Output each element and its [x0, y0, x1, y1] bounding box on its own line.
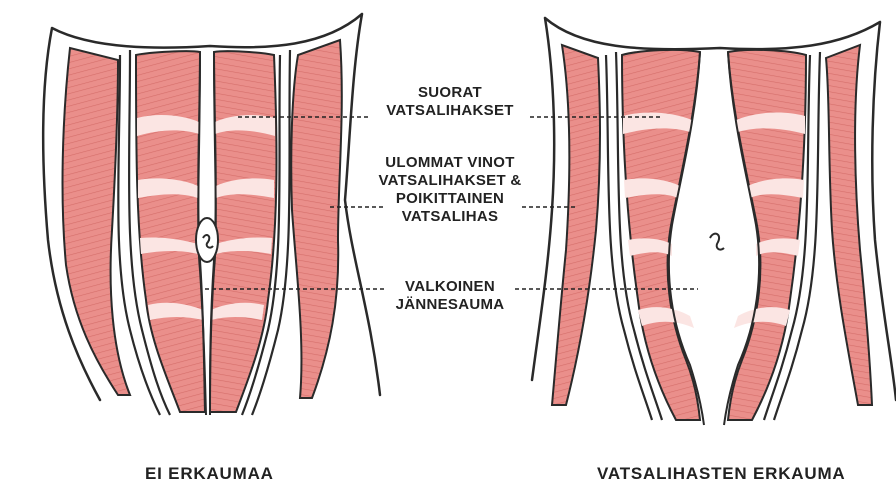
torso-normal [43, 14, 380, 415]
label-obliques: ULOMMAT VINOT VATSALIHAKSET & POIKITTAIN… [365, 154, 535, 226]
rectus-right-diastasis [728, 50, 806, 420]
oblique-left-outer-diastasis [552, 45, 600, 405]
oblique-right-outer [291, 40, 342, 398]
label-obliques-line1: ULOMMAT VINOT [365, 154, 535, 172]
label-rectus: SUORAT VATSALIHAKSET [370, 84, 530, 120]
rectus-left-normal [136, 51, 205, 412]
label-rectus-line2: VATSALIHAKSET [370, 102, 530, 120]
label-obliques-line4: VATSALIHAS [365, 208, 535, 226]
label-rectus-line1: SUORAT [370, 84, 530, 102]
torso-diastasis [532, 18, 896, 425]
caption-left: EI ERKAUMAA [145, 464, 274, 484]
label-linea-alba: VALKOINEN JÄNNESAUMA [385, 278, 515, 314]
label-alba-line1: VALKOINEN [385, 278, 515, 296]
label-obliques-line3: POIKITTAINEN [365, 190, 535, 208]
navel-diastasis [710, 234, 724, 250]
caption-right: VATSALIHASTEN ERKAUMA [597, 464, 846, 484]
label-obliques-line2: VATSALIHAKSET & [365, 172, 535, 190]
oblique-right-outer-diastasis [826, 45, 872, 405]
rectus-right-normal [210, 51, 276, 412]
label-alba-line2: JÄNNESAUMA [385, 296, 515, 314]
